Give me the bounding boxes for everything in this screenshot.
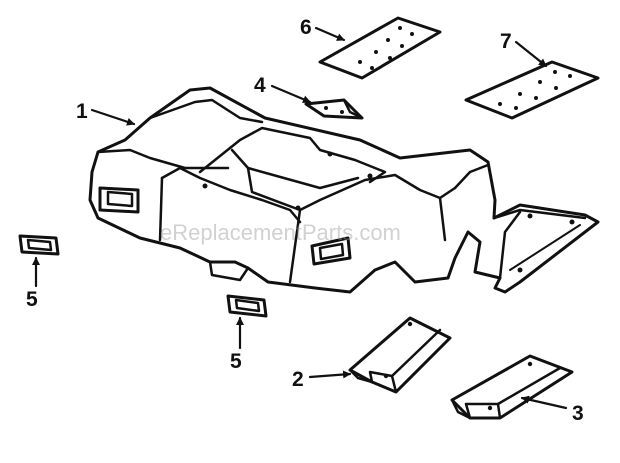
leader-lines (32, 26, 568, 410)
plate-part-7 (464, 60, 600, 120)
lens-part-5-left (18, 234, 60, 256)
callout-1: 1 (76, 100, 88, 123)
callout-7: 7 (500, 30, 512, 53)
bracket-part-2 (348, 316, 452, 394)
body-shell (88, 86, 600, 294)
bracket-part-3 (450, 354, 574, 420)
watermark: eReplacementParts.com (160, 220, 401, 245)
callout-5-left: 5 (26, 288, 38, 311)
callout-4: 4 (254, 74, 266, 97)
callout-5-center: 5 (230, 350, 242, 373)
lens-part-5-center (226, 294, 268, 318)
callout-labels: 1 2 3 4 5 5 6 7 (26, 16, 584, 425)
callout-2: 2 (292, 368, 304, 391)
callout-6: 6 (300, 16, 312, 39)
callout-3: 3 (572, 402, 584, 425)
plate-part-6 (318, 16, 442, 80)
bracket-part-4 (304, 98, 364, 120)
